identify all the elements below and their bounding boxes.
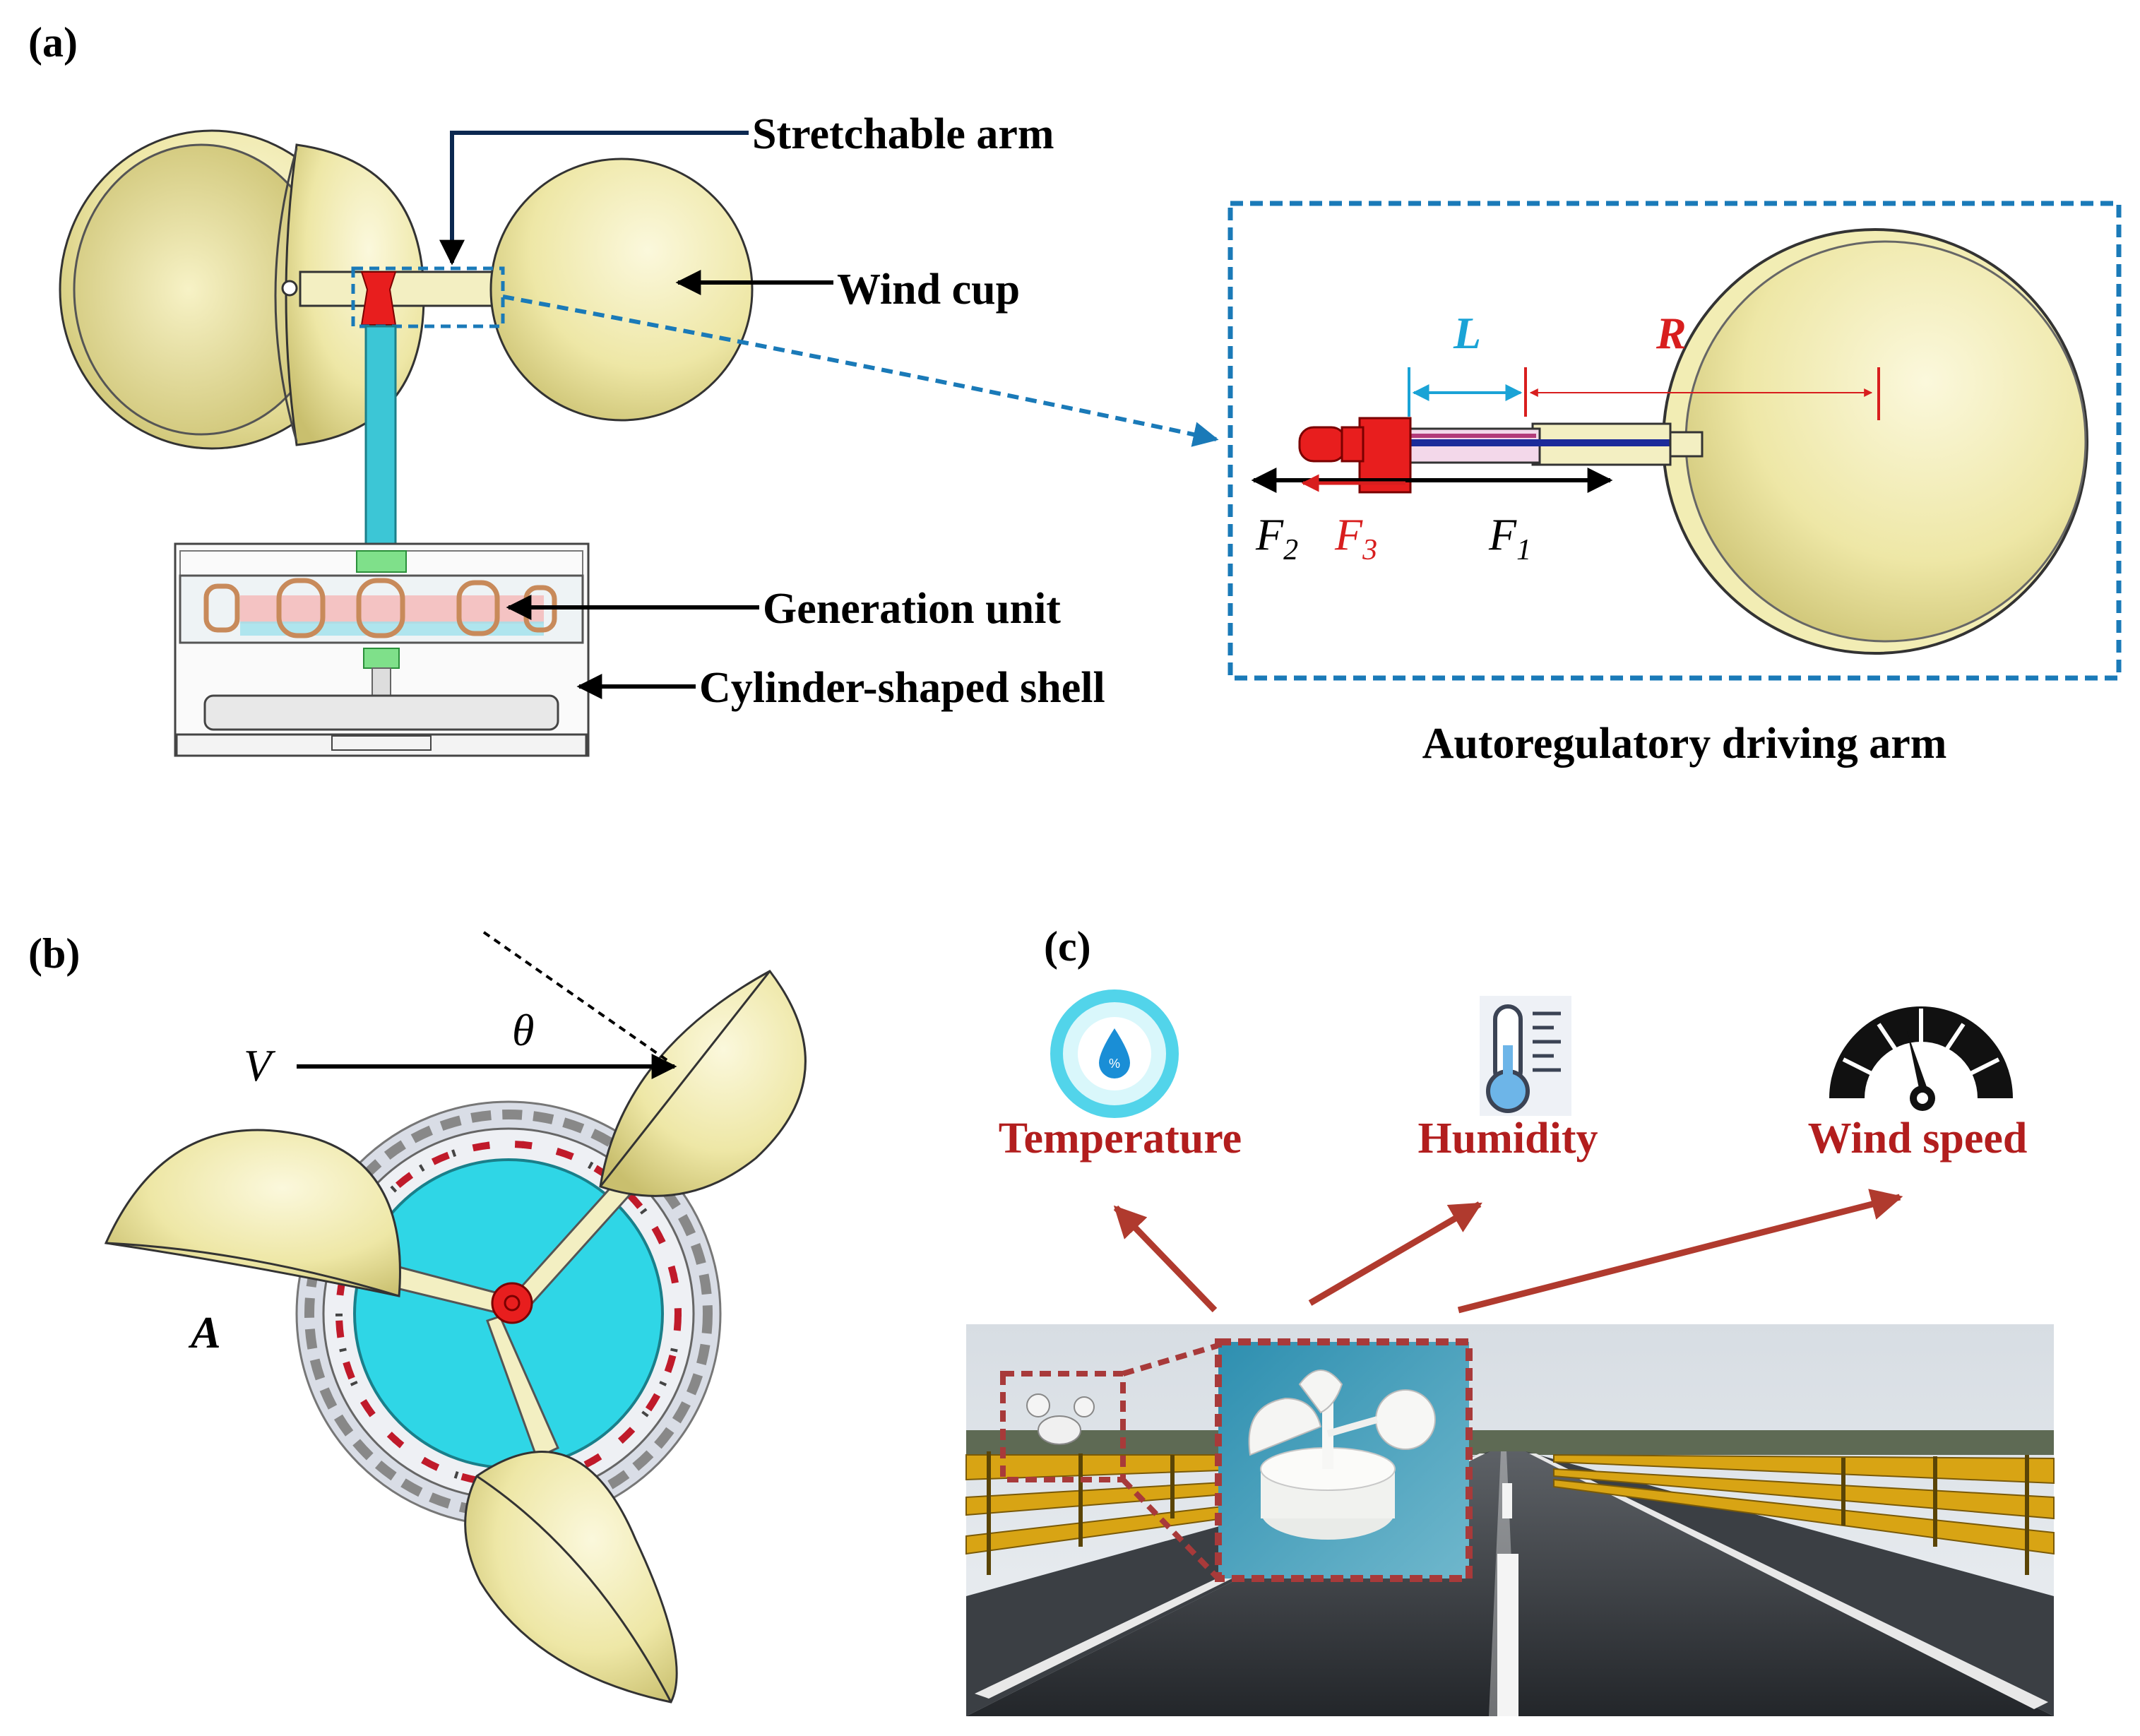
shaft: [364, 325, 397, 554]
zoom-line-top: [1122, 1343, 1220, 1377]
anemometer-top-view: [104, 970, 807, 1704]
zoom-connector: [502, 295, 1219, 447]
dimension-L: L: [1408, 308, 1527, 417]
svg-text:Wind cup: Wind cup: [837, 266, 1020, 314]
inset-caption: Autoregulatory driving arm: [1422, 720, 1947, 768]
panel-a-label: (a): [28, 19, 78, 66]
callout-stretchable-arm: Stretchable arm: [439, 110, 1054, 266]
cylinder-shell: [174, 542, 590, 757]
temperature-label: Temperature: [999, 1114, 1242, 1163]
callout-generation-unit: Generation unit: [506, 585, 1061, 633]
enlarged-sensor-photo: [1215, 1338, 1473, 1582]
velocity-label: V: [244, 1040, 276, 1090]
top-view-cup-lower: [464, 1451, 678, 1704]
point-a-label: A: [188, 1307, 221, 1357]
force-f3-label: F3: [1334, 509, 1377, 566]
arrow-to-wind-speed: [1457, 1189, 1903, 1314]
callout-wind-cup: Wind cup: [675, 266, 1020, 314]
arrow-to-temperature: [1113, 1205, 1218, 1313]
force-f2-label: F2: [1255, 509, 1298, 566]
highway-photo: [965, 1324, 2055, 1716]
humidity-label: Humidity: [1418, 1114, 1598, 1163]
top-view-hub: [491, 1282, 533, 1324]
temperature-sensor-icon: %: [1050, 989, 1179, 1118]
stretchable-arm: [299, 270, 513, 307]
red-hub: [360, 271, 397, 326]
inset-driving-arm: L R F2 F3 F1: [1227, 201, 2122, 681]
top-view-cup-upper: [599, 970, 807, 1197]
theta-label: θ: [512, 1005, 534, 1055]
humidity-sensor-icon: [1480, 996, 1571, 1116]
svg-text:L: L: [1453, 308, 1481, 358]
arrow-to-humidity: [1308, 1201, 1482, 1306]
dimension-R: R: [1529, 308, 1880, 420]
top-view-cup-left: [104, 1129, 401, 1297]
panel-b-label: (b): [28, 930, 80, 977]
svg-text:Generation unit: Generation unit: [763, 585, 1061, 633]
svg-text:Stretchable arm: Stretchable arm: [752, 110, 1054, 158]
wind-speed-label: Wind speed: [1808, 1114, 2028, 1163]
callout-cylinder-shell: Cylinder-shaped shell: [576, 664, 1105, 712]
roadside-sensor-small: [1000, 1371, 1126, 1482]
force-f1-label: F1: [1488, 509, 1531, 566]
wind-speed-gauge-icon: [1829, 1006, 2013, 1111]
wind-cup-right: [489, 157, 754, 422]
svg-text:%: %: [1109, 1057, 1120, 1071]
zoom-line-bottom: [1121, 1478, 1220, 1581]
anemometer-side-view: [59, 129, 754, 757]
svg-text:R: R: [1655, 308, 1687, 358]
svg-text:Cylinder-shaped shell: Cylinder-shaped shell: [699, 664, 1105, 712]
panel-c-label: (c): [1044, 923, 1091, 970]
